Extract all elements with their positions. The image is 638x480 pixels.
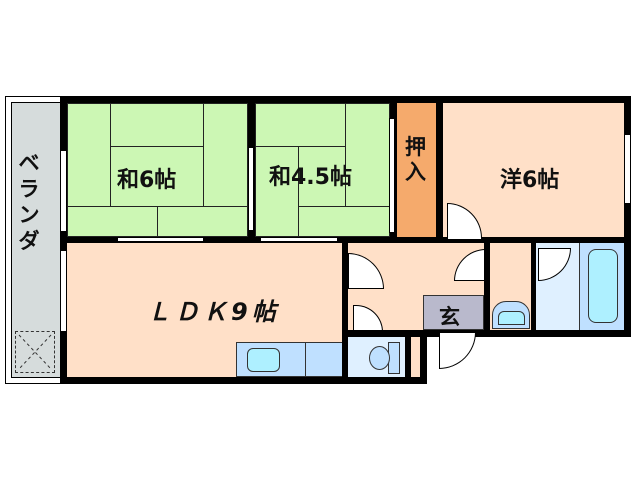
room-label: 和4.5帖	[269, 165, 352, 190]
entrance-door[interactable]	[439, 332, 476, 369]
exterior-wall-top	[60, 96, 631, 103]
pipe-space	[411, 337, 420, 377]
room-ldk: ＬＤＫ9帖	[67, 243, 343, 377]
window	[624, 134, 631, 204]
room-oshiire: 押 入	[397, 103, 436, 237]
tatami-mat	[67, 206, 158, 237]
wash-basin	[492, 301, 530, 329]
room-label: 玄	[439, 305, 460, 329]
room-label: 洋6帖	[500, 168, 560, 193]
interior-wall-mid	[60, 237, 631, 243]
partition-wall	[405, 337, 411, 384]
room-label: 和6帖	[117, 168, 177, 193]
tatami-mat	[157, 206, 248, 237]
tatami-mat	[67, 103, 111, 207]
veranda	[11, 102, 61, 378]
window	[60, 150, 67, 232]
sink	[247, 348, 280, 372]
room-label: 押 入	[405, 135, 426, 184]
bathtub	[588, 249, 618, 323]
partition-wall	[436, 96, 443, 243]
aircon-outdoor-unit	[15, 331, 55, 373]
sliding-door[interactable]	[260, 237, 338, 242]
partition-wall	[420, 330, 427, 384]
veranda-label: ベ ラ ン ダ	[18, 151, 40, 253]
sliding-door[interactable]	[248, 147, 254, 231]
tatami-mat	[345, 103, 390, 207]
interior-wall-hall-bottom	[342, 330, 490, 337]
counter-divider	[305, 343, 306, 377]
toilet-bowl	[369, 346, 390, 370]
room-washitsu-4-5: 和4.5帖	[255, 103, 390, 237]
tatami-mat	[203, 103, 248, 207]
room-wc	[348, 337, 406, 377]
room-label: ＬＤＫ9帖	[147, 298, 280, 326]
closet-sliding-door[interactable]	[389, 118, 395, 233]
bathtub-area	[579, 243, 624, 330]
basin-bowl	[498, 311, 525, 325]
window	[60, 250, 67, 332]
tatami-mat	[255, 103, 346, 147]
sliding-door[interactable]	[117, 237, 204, 242]
tatami-mat	[110, 103, 204, 147]
door-bath[interactable]	[538, 248, 571, 281]
partition-wall	[531, 243, 536, 337]
tatami-mat	[298, 206, 390, 237]
room-bath	[536, 243, 624, 330]
exterior-wall-bottom-right	[483, 330, 631, 337]
room-washitsu-6: 和6帖	[67, 103, 248, 237]
kitchen-counter	[236, 342, 343, 377]
genkan: 玄	[423, 295, 484, 330]
room-washroom	[490, 243, 531, 330]
exterior-wall-bottom-ldk	[60, 377, 427, 384]
exterior-wall-right	[624, 96, 631, 337]
partition-wall	[484, 243, 490, 337]
partition-wall	[342, 243, 348, 384]
